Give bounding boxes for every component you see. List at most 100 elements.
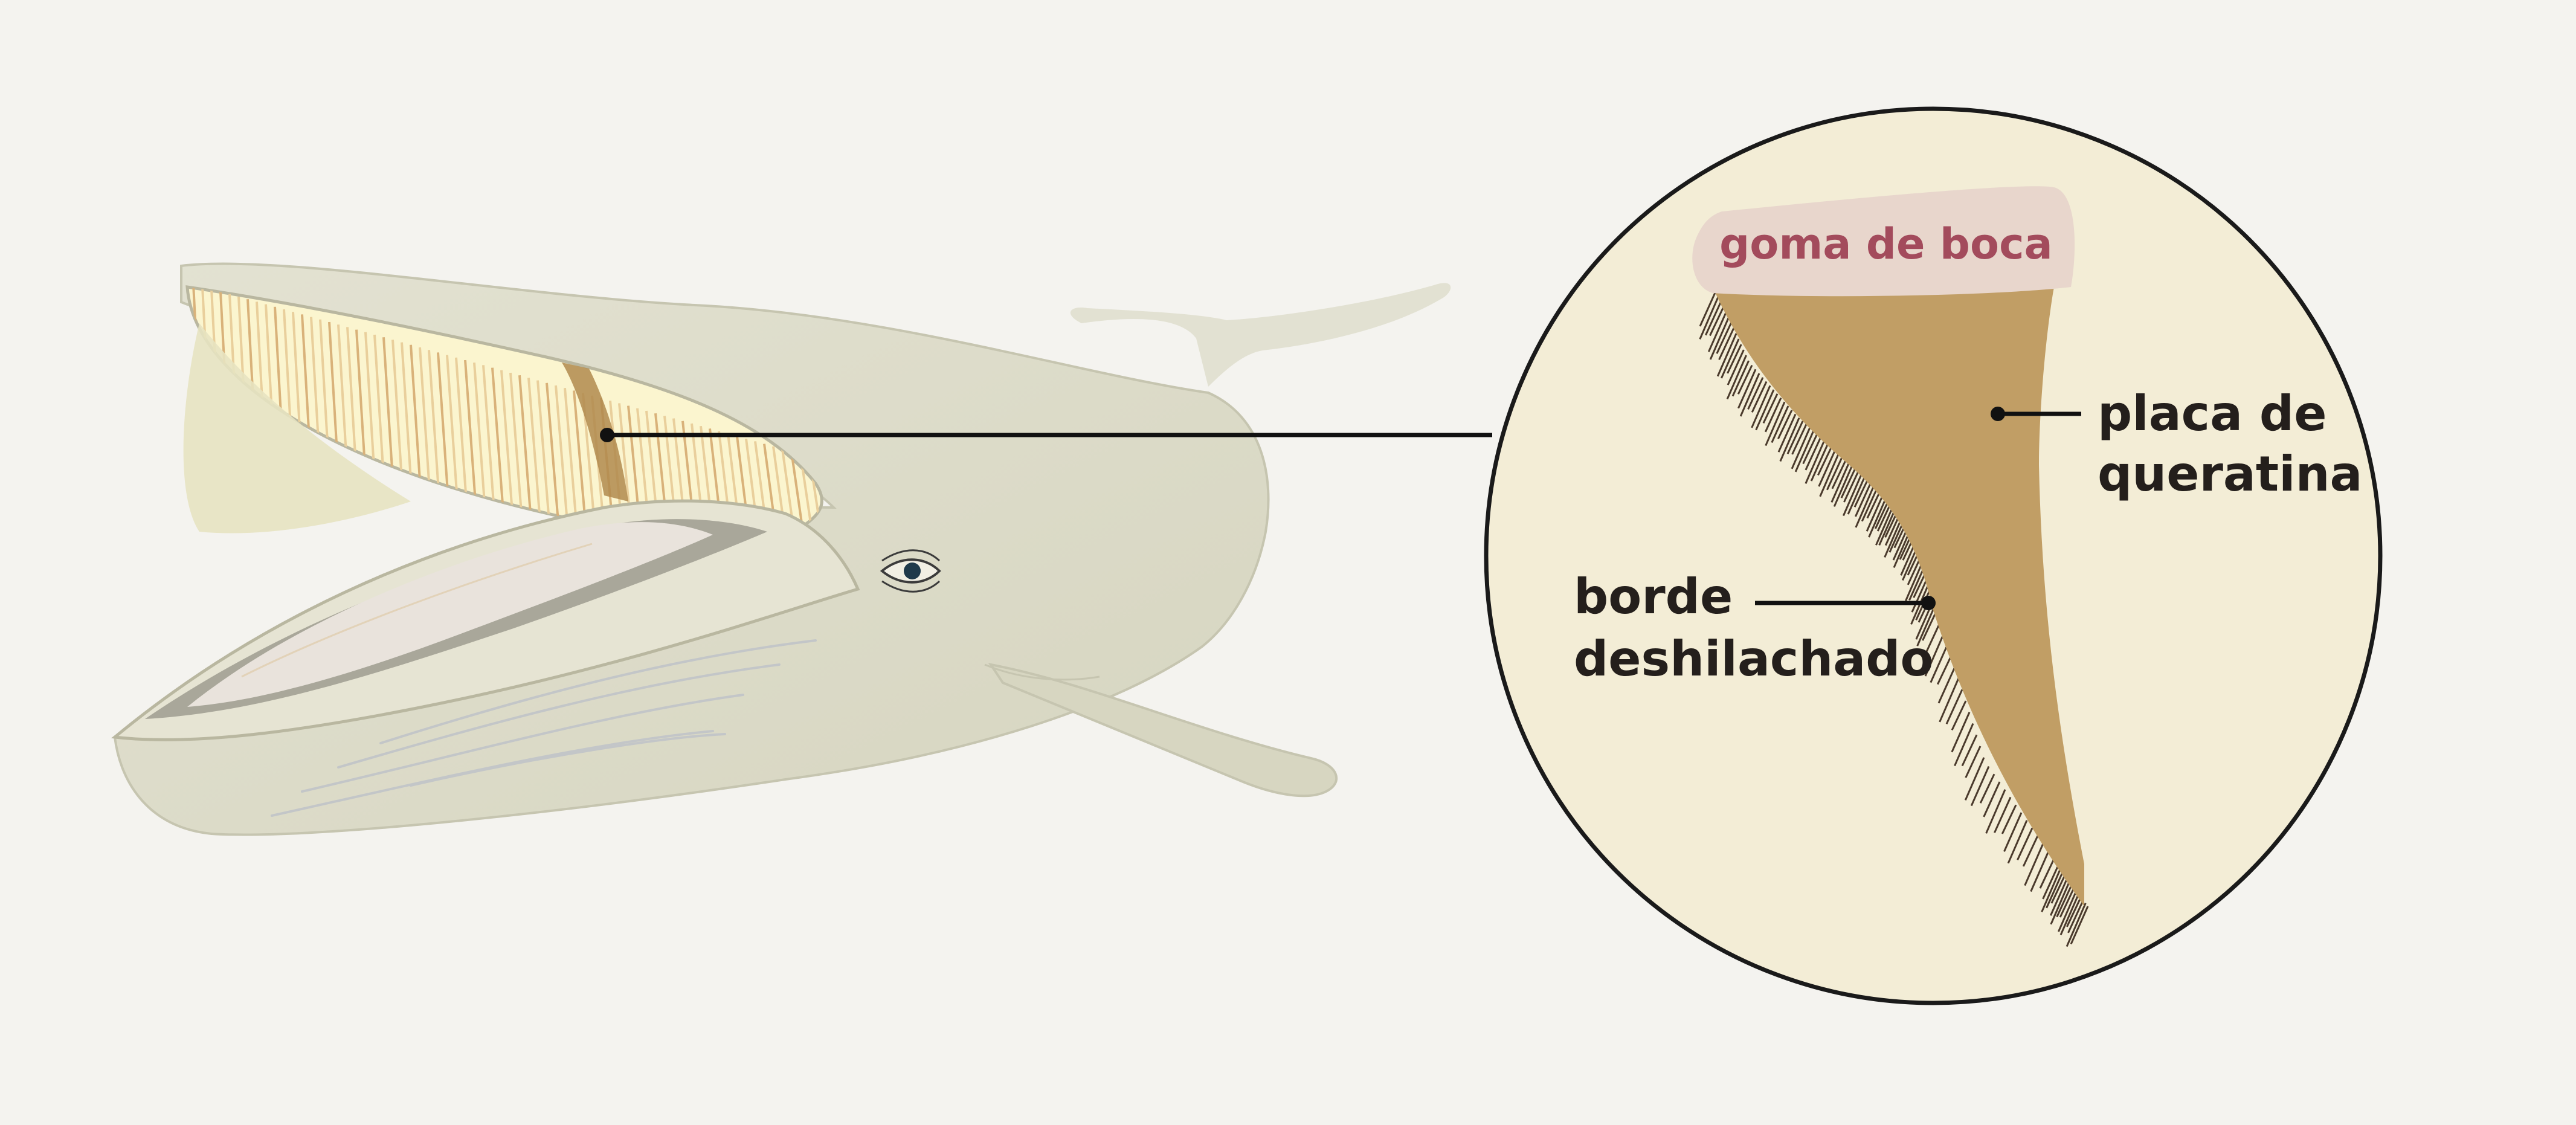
fringe-bristle [1833, 464, 1853, 508]
fringe-bristle [1709, 317, 1730, 360]
fringe-bristle [2056, 883, 2073, 918]
fringe-bristle [1924, 632, 1945, 677]
whale-illustration [111, 262, 1451, 836]
fringe-bristle [1791, 424, 1808, 455]
fringe-bristle [1737, 364, 1753, 395]
fringe-bristle [1716, 322, 1733, 354]
fringe-bristle [1961, 734, 1978, 767]
fringe-bristle [1970, 766, 1990, 807]
fringe-bristle [1965, 746, 1982, 778]
fringe-bristle [1737, 369, 1757, 409]
zoom-leader-dot [600, 428, 614, 442]
fringe-bristle [1777, 413, 1797, 453]
fringe-bristle [1810, 443, 1829, 482]
fringe-bristle [1764, 397, 1782, 433]
whale-pectoral-fin [988, 663, 1338, 798]
fringe-bristle [1771, 405, 1789, 443]
edge-label-line2: deshilachado [1574, 631, 1934, 687]
fringe-bristle [2042, 865, 2059, 900]
fringe-bristle [1765, 401, 1786, 446]
gum-tissue [1692, 186, 2075, 297]
fringe-bristle [1762, 393, 1779, 424]
fringe-bristle [2066, 903, 2087, 947]
fringe-bristle [2070, 906, 2089, 945]
fringe-bristle [1718, 327, 1735, 360]
fringe-bristle [2059, 893, 2080, 935]
fringe-bristle [1924, 621, 1942, 655]
fringe-bristle [1930, 643, 1949, 683]
fringe-bristle [1939, 677, 1960, 723]
fringe-bristle [1826, 456, 1844, 491]
fringe-bristle [1699, 289, 1718, 327]
fringe-bristle [1979, 773, 1995, 804]
fringe-bristle [1831, 459, 1847, 489]
whale-tail-flukes [1070, 283, 1451, 387]
fringe-bristle [1731, 360, 1750, 397]
fringe-bristle [1951, 712, 1971, 753]
fringe-bristle [1727, 344, 1742, 374]
plate-label-line2: queratina [2098, 446, 2363, 502]
mouth-lining [183, 323, 411, 533]
fringe-bristle [1945, 689, 1963, 724]
fringe-bristle [1794, 430, 1815, 472]
fringe-bristle [1922, 610, 1938, 641]
fringe-bristle [2001, 804, 2017, 834]
fringe-bristle [1985, 789, 2006, 834]
fringe-bristle [1751, 381, 1768, 413]
fringe-bristle [1936, 655, 1953, 685]
fringe-bristle [1709, 306, 1725, 337]
fringe-bristle [1994, 796, 2012, 833]
fringe-bristle [1842, 472, 1863, 517]
fringe-bristle [2067, 899, 2084, 933]
frayed-fringe [1699, 289, 2089, 947]
baleen-zoom-inset [1484, 106, 2383, 1005]
fringe-bristle [2046, 871, 2064, 909]
fringe-bristle [1964, 757, 1985, 801]
fringe-bristle [2024, 843, 2044, 886]
fringe-bristle [1866, 491, 1885, 532]
edge-label-line1: borde [1574, 569, 1733, 625]
fringe-bristle [1937, 666, 1956, 704]
gum-label: goma de boca [1719, 219, 2053, 269]
fringe-bristle [2041, 868, 2062, 912]
plate-label: placa de queratina [2098, 385, 2363, 502]
whale-eye [880, 549, 941, 593]
edge-label: borde deshilachado [1574, 569, 1934, 687]
fringe-bristle [2030, 851, 2050, 892]
fringe-bristle [1983, 781, 2001, 817]
fringe-bristle [1726, 355, 1747, 400]
fringe-bristle [1751, 385, 1771, 428]
fringe-bristle [1854, 480, 1873, 517]
plate-label-line1: placa de [2098, 385, 2326, 442]
fringe-bristle [1868, 494, 1889, 538]
fringe-bristle [1705, 300, 1722, 336]
keratin-plate [1713, 287, 2084, 906]
fringe-bristle [1818, 449, 1837, 487]
highlighted-baleen-plate [562, 363, 628, 501]
fringe-bristle [2050, 880, 2071, 925]
fringe-bristle [1805, 439, 1826, 484]
fringe-bristle [1707, 311, 1727, 352]
fringe-bristle [2003, 812, 2023, 852]
fringe-bristle [1805, 436, 1822, 471]
fringe-bristle [1843, 469, 1860, 503]
fringe-bristle [1861, 486, 1879, 522]
fringe-bristle [2017, 827, 2033, 860]
throat-grooves [271, 639, 817, 817]
fringe-bristle [1855, 483, 1876, 528]
fringe-bristle [1853, 477, 1870, 508]
fringe-bristle [1716, 333, 1737, 377]
fringe-bristle [1721, 338, 1740, 379]
fringe-bristle [1954, 723, 1974, 767]
fringe-bristle [1727, 349, 1745, 385]
fringe-bristle [1847, 475, 1866, 515]
fringe-bristle [1916, 604, 1937, 646]
fringe-bristle [2057, 890, 2078, 932]
fringe-bristle [1786, 421, 1804, 454]
fringe-bristle [1755, 389, 1775, 431]
fringe-bristle [2050, 874, 2066, 904]
fringe-bristle [2007, 820, 2028, 864]
fringe-bristle [1747, 377, 1764, 410]
fringe-bristle [1699, 295, 1720, 340]
fringe-bristle [1819, 452, 1840, 497]
